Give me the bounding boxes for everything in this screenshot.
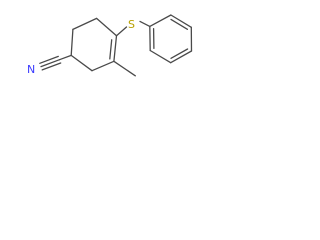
ring-bond-c4-c3-double (113, 35, 118, 62)
nitrile-group (39, 54, 72, 71)
ring-bond-c2-c1 (70, 54, 93, 72)
ring-bond-c1-c6 (70, 28, 74, 57)
cyclohexene-ring (70, 17, 118, 72)
structure-canvas: N S (0, 0, 217, 98)
phenyl-bond-5 (149, 49, 172, 64)
molecule-structure-diagram: N S (27, 14, 193, 77)
phenyl-bond-1 (149, 14, 172, 28)
methyl-bond (113, 60, 136, 77)
triple-bond-line-3 (41, 62, 62, 71)
nitrogen-atom-label: N (27, 63, 35, 76)
phenyl-bond-4 (170, 50, 193, 64)
thioether-linkage (115, 20, 151, 37)
phenyl-double-bond-inner-1 (170, 18, 189, 30)
triple-bond-line-1 (40, 59, 61, 68)
ring-bond-c6-c5 (72, 17, 98, 31)
phenyl-ring (149, 14, 193, 64)
ring-bond-c5-c4 (95, 17, 118, 37)
ring-double-bond-inner (109, 39, 113, 60)
sulfur-atom-label: S (128, 18, 135, 31)
phenyl-bond-2 (170, 14, 192, 28)
nitrile-to-ring-bond (58, 54, 72, 61)
sulfur-to-phenyl-bond (139, 20, 151, 28)
ring-bond-c3-c2 (91, 60, 115, 72)
ring-to-sulfur-bond (115, 26, 128, 37)
phenyl-double-bond-inner-2 (170, 48, 189, 59)
triple-bond-line-2 (39, 55, 59, 64)
